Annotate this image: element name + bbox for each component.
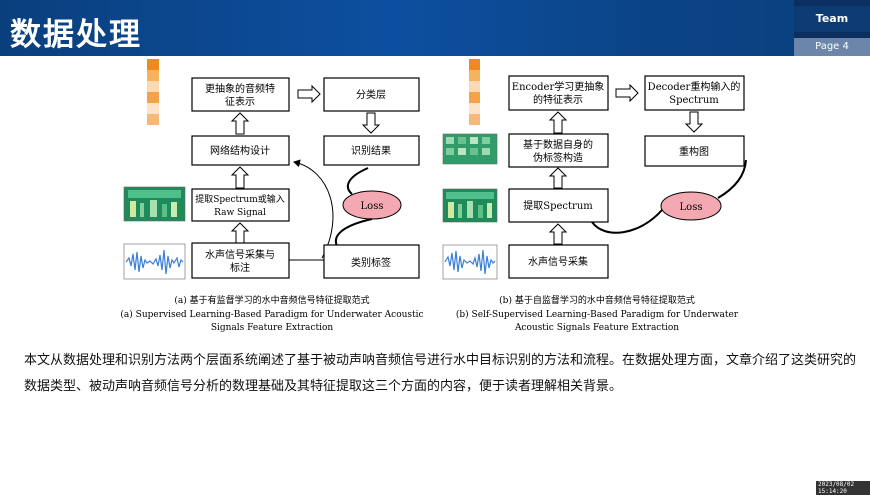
box-classifier-label: 分类层 (356, 88, 386, 101)
box-classifier (323, 77, 420, 112)
hollow-arrow-up-a1 (230, 112, 250, 135)
spectrogram-image-b (442, 188, 498, 223)
box-encoder-line2: 的特征表示 (533, 93, 583, 106)
box-decoder-line1: Decoder重构输入的 (648, 80, 741, 93)
timestamp-overlay: 2023/08/02 15:14:20 (816, 481, 870, 495)
hollow-arrow-down-a (361, 112, 381, 134)
loss-label-b: Loss (680, 202, 703, 213)
body-paragraph: 本文从数据处理和识别方法两个层面系统阐述了基于被动声呐音频信号进行水中目标识别的… (24, 353, 857, 394)
box-signal-collect-line1: 水声信号采集与 (205, 248, 275, 261)
hollow-arrow-up-b2 (548, 167, 568, 189)
waveform-image-b (442, 244, 498, 280)
box-signal-collect (191, 242, 290, 279)
caption-en-a-line2: Signals Feature Extraction (211, 323, 334, 333)
page-number-label: Page 4 (794, 38, 870, 56)
slide-title: 数据处理 (10, 17, 142, 53)
box-pseudo-label-line2: 伪标签构造 (533, 151, 583, 164)
box-pseudo-label-line1: 基于数据自身的 (523, 138, 593, 151)
waveform-image-a (123, 243, 186, 280)
box-extract-spectrum-line2: Raw Signal (214, 208, 266, 218)
pseudo-label-patches-image (442, 133, 498, 165)
box-decoder (644, 75, 745, 111)
box-signal-collect-line2: 标注 (230, 261, 250, 274)
box-recognition-result-label: 识别结果 (351, 144, 391, 157)
box-abstract-feature-line1: 更抽象的音频特 (205, 82, 275, 95)
box-extract-spectrum-line1: 提取Spectrum或输入 (195, 193, 285, 205)
meeting-tag-label: Team meeting (794, 6, 870, 51)
caption-en-b-line1: (b) Self-Supervised Learning-Based Parad… (456, 309, 739, 320)
spectrogram-image-a (123, 186, 186, 222)
box-reconstruction (644, 135, 745, 167)
box-reconstruction-label: 重构图 (679, 145, 709, 158)
orange-color-bar-b (469, 59, 480, 125)
hollow-arrow-up-a2 (230, 166, 250, 189)
loss-link-left-b (591, 209, 663, 234)
header-bar: 数据处理 Team meeting Page 4 (0, 0, 870, 56)
box-network-design-label: 网络结构设计 (210, 144, 270, 157)
box-encoder-line1: Encoder学习更抽象 (512, 80, 604, 93)
box-encoder (508, 75, 609, 111)
hollow-arrow-right-a (297, 84, 321, 104)
curved-arrow-a (293, 159, 334, 259)
box-network-design (191, 135, 290, 166)
box-class-label-text: 类别标签 (351, 256, 391, 269)
caption-en-a-line1: (a) Supervised Learning-Based Paradigm f… (120, 309, 423, 320)
box-extract-spectrum-b-label: 提取Spectrum (523, 200, 593, 212)
orange-color-bar-a (147, 59, 159, 125)
box-class-label (323, 244, 420, 279)
hollow-arrow-down-b (684, 111, 704, 133)
box-signal-collect-b-label: 水声信号采集 (528, 255, 588, 268)
hollow-arrow-up-b1 (548, 111, 568, 134)
caption-cn-a: (a) 基于有监督学习的水中音频信号特征提取范式 (174, 294, 369, 306)
box-recognition-result (323, 135, 420, 166)
hollow-arrow-up-b3 (548, 223, 568, 245)
box-abstract-feature-line2: 征表示 (225, 95, 255, 108)
box-decoder-line2: Spectrum (669, 95, 719, 106)
loss-ellipse-b (660, 191, 722, 221)
loss-link-top-a (346, 167, 369, 195)
loss-label-a: Loss (361, 201, 384, 212)
caption-cn-b: (b) 基于自监督学习的水中音频信号特征提取范式 (499, 294, 695, 306)
caption-en-b-line2: Acoustic Signals Feature Extraction (514, 323, 679, 333)
loss-link-right-b (717, 159, 747, 199)
hollow-arrow-up-a3 (230, 222, 250, 244)
meeting-tag: Team meeting Page 4 (794, 0, 870, 56)
box-extract-spectrum-b (508, 188, 609, 223)
box-extract-spectrum (191, 188, 290, 222)
box-pseudo-label (508, 133, 609, 168)
loss-link-bottom-a (335, 218, 373, 249)
hollow-arrow-right-b (615, 83, 639, 103)
box-signal-collect-b (508, 244, 609, 279)
paradigm-figure: 更抽象的音频特 征表示 分类层 网络结构设计 识别结果 提取Spectrum或输… (120, 59, 747, 333)
box-abstract-feature (191, 77, 290, 112)
